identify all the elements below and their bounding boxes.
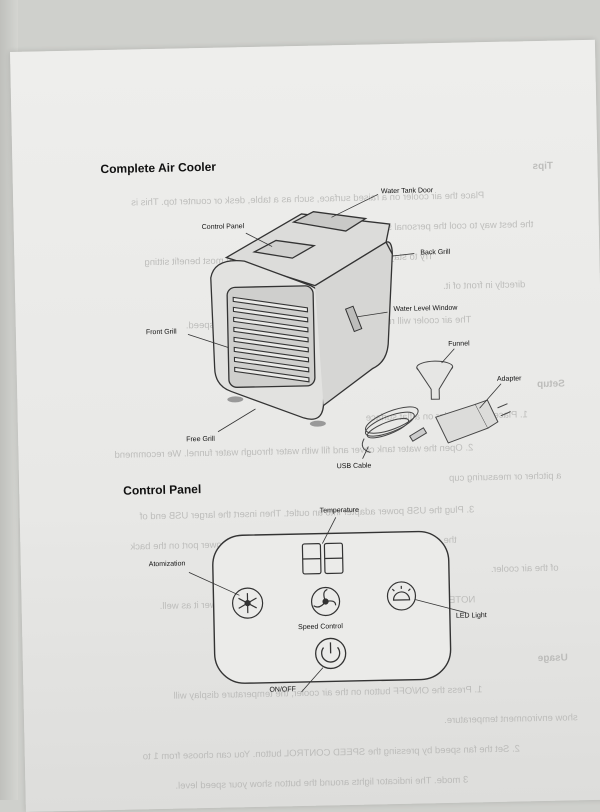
label-on-off: ON/OFF [269, 686, 296, 694]
label-speed-control: Speed Control [298, 623, 343, 631]
label-temperature: Temperature [320, 507, 359, 515]
label-led-light: LED Light [456, 612, 487, 620]
control-panel-illustration [10, 40, 600, 812]
manual-page: Tips Place the air cooler on a raised su… [10, 40, 600, 812]
label-atomization: Atomization [149, 560, 186, 568]
